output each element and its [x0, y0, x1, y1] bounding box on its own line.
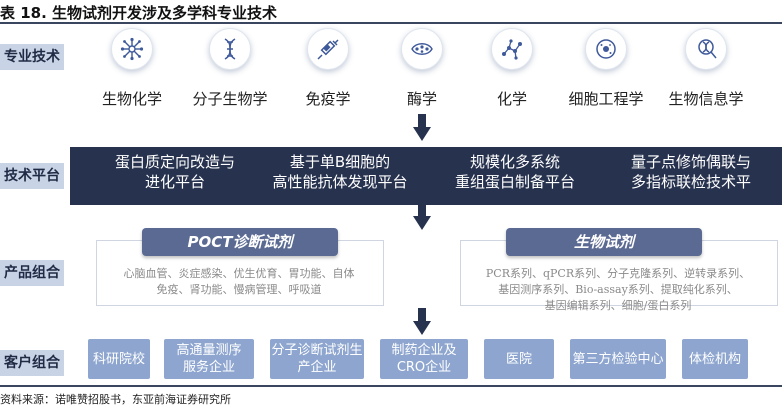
bio-reagent-product-list: PCR系列、qPCR系列、分子克隆系列、逆转录系列、基因测序系列、Bio-ass…: [485, 267, 751, 312]
discipline-label: 分子生物学: [192, 90, 268, 108]
discipline-enzymology: 酶学: [380, 28, 464, 109]
platform-protein-evolution: 蛋白质定向改造与进化平台: [114, 153, 235, 191]
enzyme-icon: [401, 28, 443, 70]
dna-icon: [209, 28, 251, 70]
platform-recombinant-protein: 规模化多系统重组蛋白制备平台: [454, 153, 575, 191]
customer-sequencing-services: 高通量测序服务企业: [164, 339, 254, 379]
platform-bar: [70, 147, 782, 205]
bottom-rule: [0, 385, 782, 387]
row-label-tech-platform: 技术平台: [0, 163, 64, 189]
discipline-bioinformatics: 生物信息学: [664, 28, 748, 109]
poct-product-list: 心脑血管、炎症感染、优生优育、胃功能、自体免疫、肾功能、慢病管理、呼吸道: [123, 267, 355, 296]
discipline-label: 生物化学: [101, 90, 162, 108]
molecular-structure-icon: [491, 28, 533, 70]
discipline-molecular-biology: 分子生物学: [188, 28, 272, 109]
customer-third-party-labs: 第三方检验中心: [570, 339, 666, 379]
down-arrow-icon: [413, 308, 431, 335]
discipline-cell-engineering: 细胞工程学: [564, 28, 648, 109]
discipline-label: 生物信息学: [668, 90, 744, 108]
source-note: 资料来源：诺唯赞招股书，东亚前海证券研究所: [0, 393, 231, 406]
bio-reagent-header: 生物试剂: [506, 228, 702, 256]
down-arrow-icon: [413, 203, 431, 230]
customer-physical-exam-centers: 体检机构: [682, 339, 748, 379]
platform-single-b-cell-antibody: 基于单B细胞的高性能抗体发现平台: [272, 153, 408, 191]
molecule-network-icon: [111, 28, 153, 70]
row-label-professional-tech: 专业技术: [0, 44, 64, 70]
discipline-label: 化学: [496, 90, 527, 108]
syringe-icon: [307, 28, 349, 70]
cell-icon: [585, 28, 627, 70]
customer-hospitals: 医院: [484, 339, 554, 379]
discipline-label: 酶学: [406, 90, 437, 108]
discipline-immunology: 免疫学: [286, 28, 370, 109]
top-rule: [0, 22, 782, 24]
discipline-label: 免疫学: [305, 90, 351, 108]
discipline-chemistry: 化学: [470, 28, 554, 109]
down-arrow-icon: [413, 114, 431, 141]
platform-quantum-dot: 量子点修饰偶联与多指标联检技术平: [630, 153, 751, 191]
poct-header: POCT诊断试剂: [142, 228, 338, 256]
customer-molecular-diagnostics: 分子诊断试剂生产企业: [270, 339, 364, 379]
discipline-biochemistry: 生物化学: [90, 28, 174, 109]
microscope-dna-icon: [685, 28, 727, 70]
figure-title: 表 18. 生物试剂开发涉及多学科专业技术: [0, 4, 278, 22]
row-label-customer-portfolio: 客户组合: [0, 350, 64, 376]
discipline-label: 细胞工程学: [568, 90, 644, 108]
customer-research-institutes: 科研院校: [88, 339, 150, 379]
row-label-product-portfolio: 产品组合: [0, 260, 64, 286]
